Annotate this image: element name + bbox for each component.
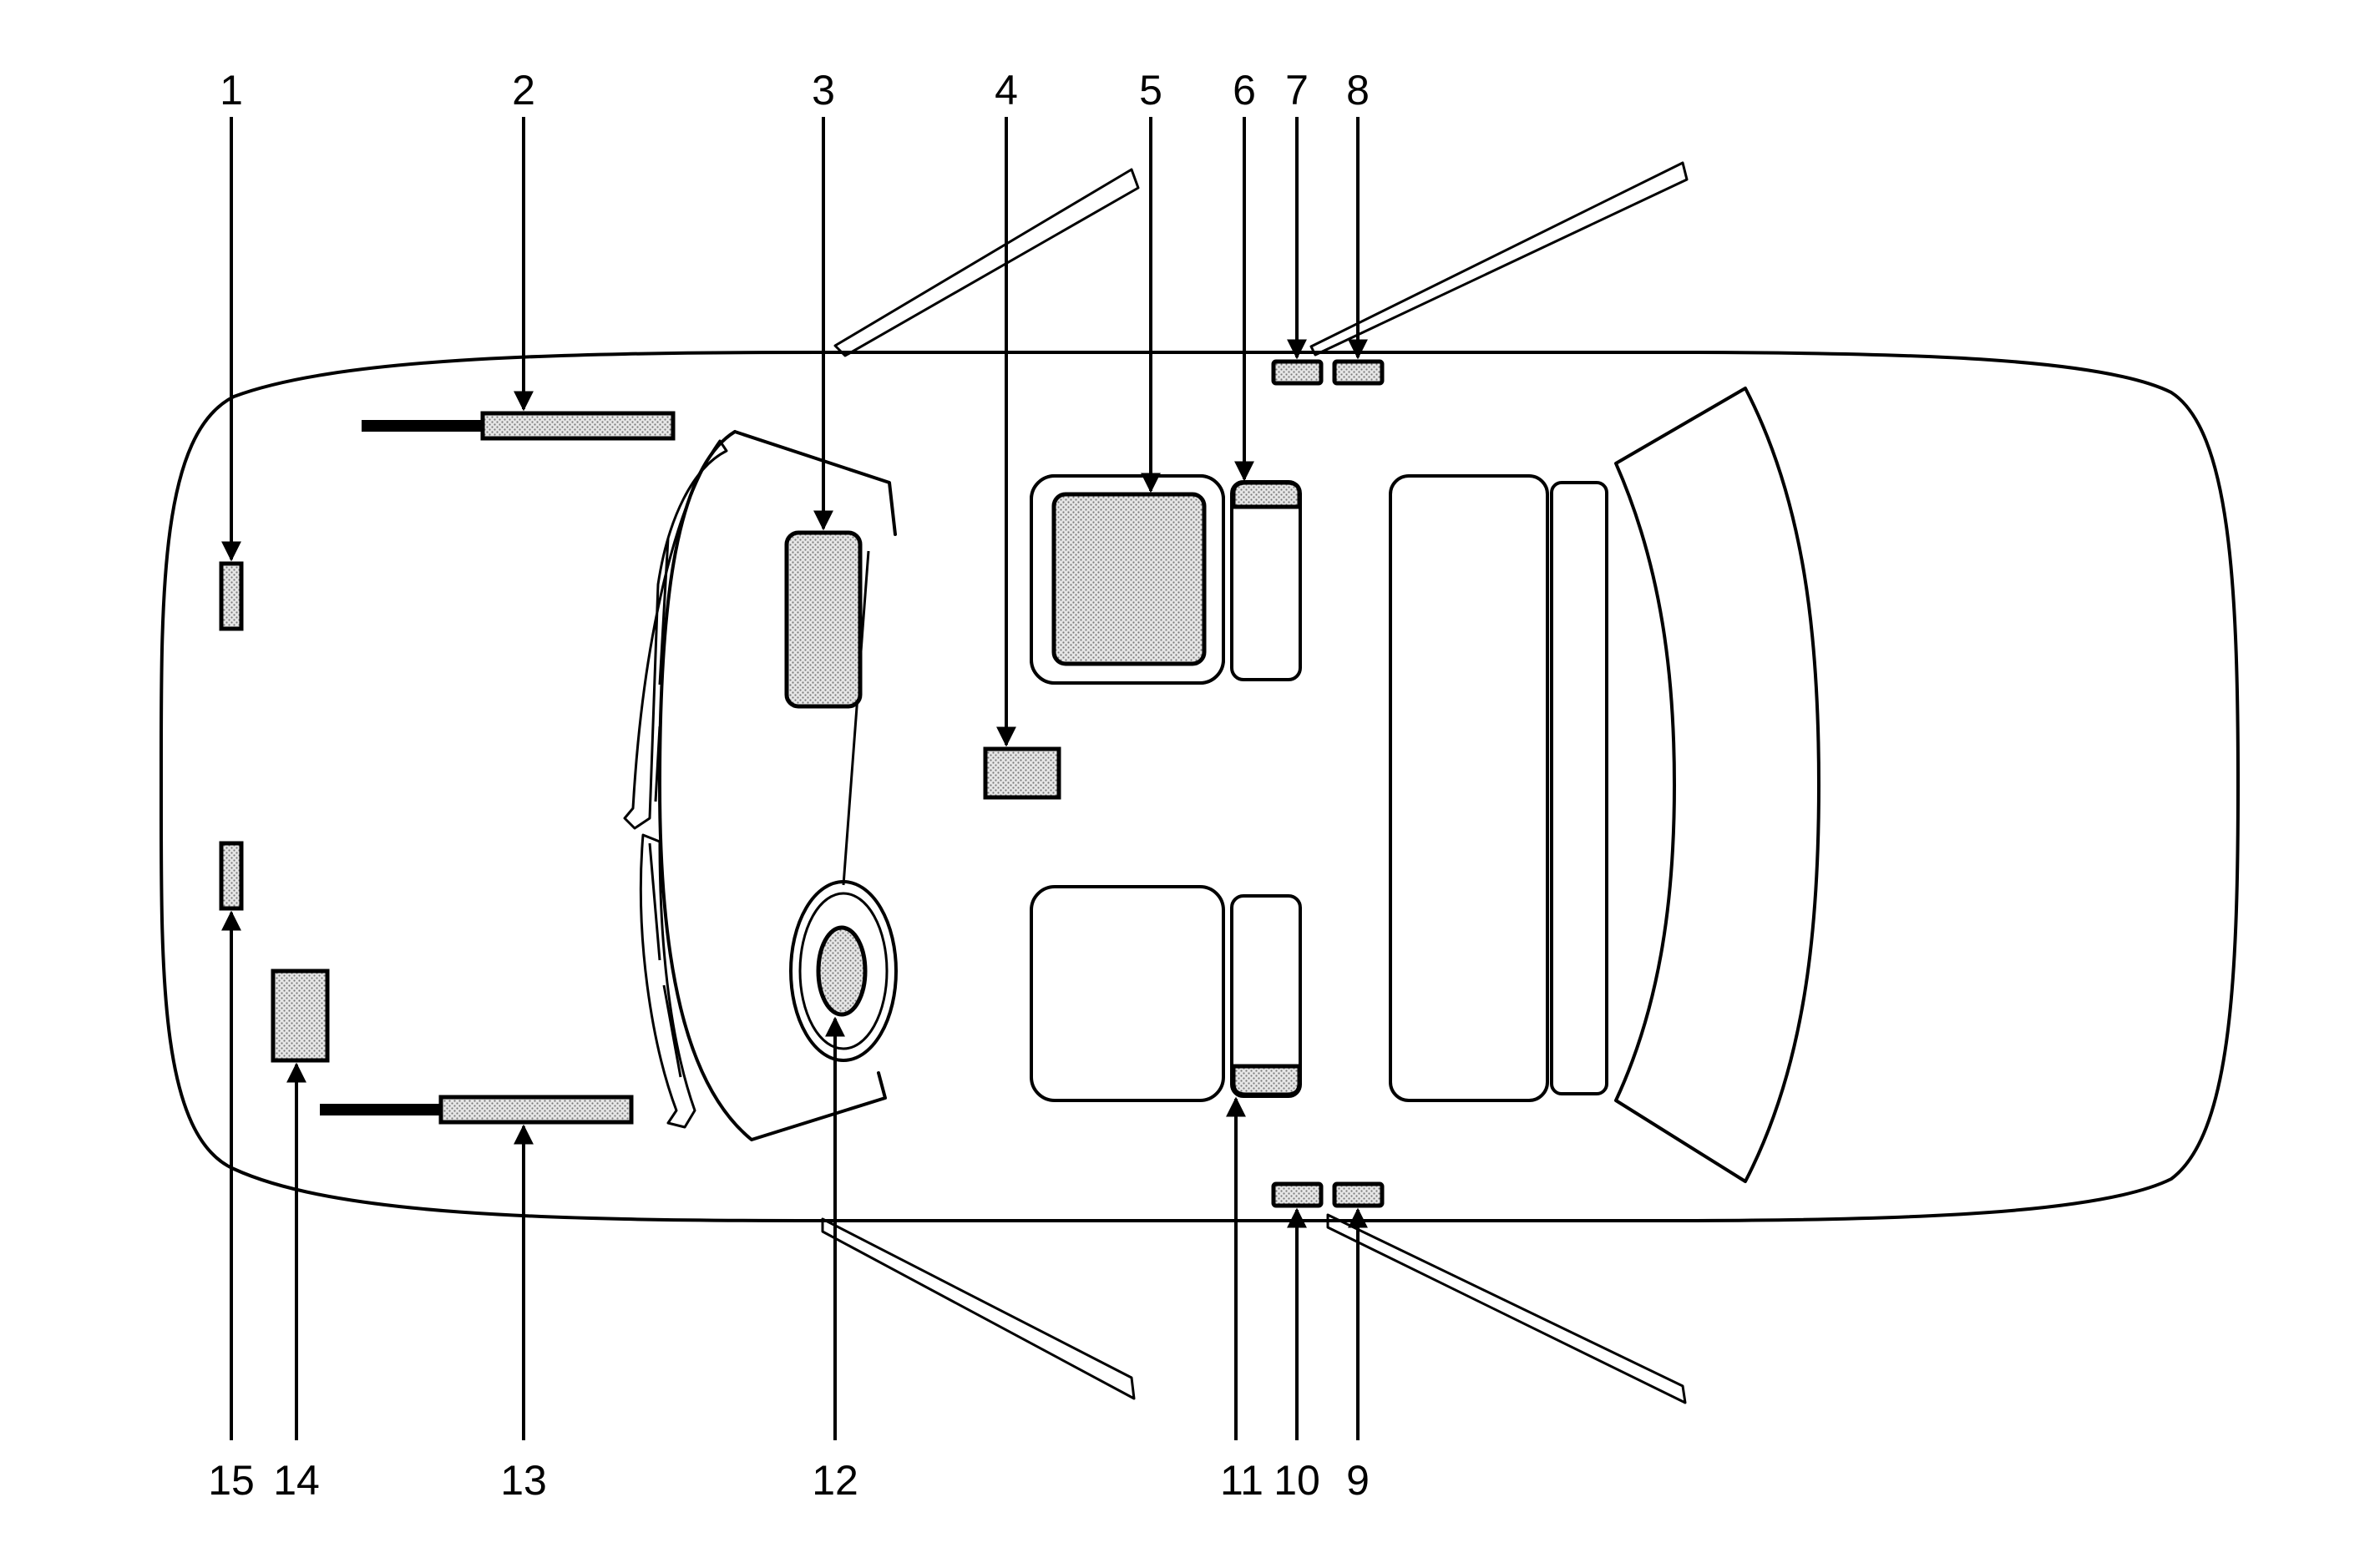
callout-6: 6 [1233, 67, 1256, 114]
callout-13: 13 [500, 1457, 547, 1504]
dash-line [842, 550, 870, 886]
component-13 [320, 1095, 634, 1125]
component-14 [271, 969, 330, 1063]
component-9 [1332, 1181, 1385, 1208]
wiper-right [639, 833, 696, 1129]
rear-door-line-bottom [1326, 1213, 1687, 1404]
component-3 [784, 530, 863, 709]
front-door-line-bottom [821, 1217, 1136, 1400]
vehicle-body [159, 161, 2240, 1404]
component-12 [816, 925, 868, 1017]
callout-9: 9 [1346, 1457, 1370, 1504]
leader-lines [221, 117, 1368, 1440]
component-6 [1231, 480, 1302, 509]
wiper-blade-top [654, 538, 670, 802]
rear-door-line-top [1309, 161, 1689, 357]
callout-4: 4 [995, 67, 1018, 114]
component-8 [1332, 359, 1385, 386]
components [219, 359, 1385, 1208]
wiper-blade-bottom [648, 842, 682, 1078]
component-4 [983, 746, 1061, 800]
component-7 [1271, 359, 1324, 386]
callout-5: 5 [1139, 67, 1162, 114]
rear-seat-back [1550, 481, 1608, 1095]
callout-7: 7 [1285, 67, 1309, 114]
component-11 [1231, 1064, 1302, 1097]
body-outline [159, 351, 2240, 1222]
steering-wheel-inner [798, 892, 889, 1050]
component-15 [219, 841, 244, 911]
front-seat-passenger-back [1230, 480, 1302, 681]
callout-2: 2 [512, 67, 535, 114]
rear-seat-cushion [1389, 474, 1549, 1102]
steering-wheel-outer [789, 880, 898, 1062]
wiper-left [623, 439, 728, 830]
callout-3: 3 [812, 67, 835, 114]
front-seat-driver-cushion [1030, 885, 1225, 1102]
callout-numbers: 1 2 3 4 5 6 7 8 9 10 11 12 13 14 15 [208, 67, 1370, 1504]
front-door-line-top [833, 168, 1140, 357]
callout-8: 8 [1346, 67, 1370, 114]
component-10 [1271, 1181, 1324, 1208]
rear-window [1614, 387, 1820, 1183]
component-1 [219, 561, 244, 631]
callout-11: 11 [1220, 1457, 1263, 1504]
callout-15: 15 [208, 1457, 255, 1504]
component-5 [1030, 474, 1225, 685]
callout-1: 1 [220, 67, 243, 114]
callout-12: 12 [812, 1457, 858, 1504]
callout-14: 14 [273, 1457, 320, 1504]
component-2 [362, 411, 676, 441]
callout-10: 10 [1274, 1457, 1320, 1504]
